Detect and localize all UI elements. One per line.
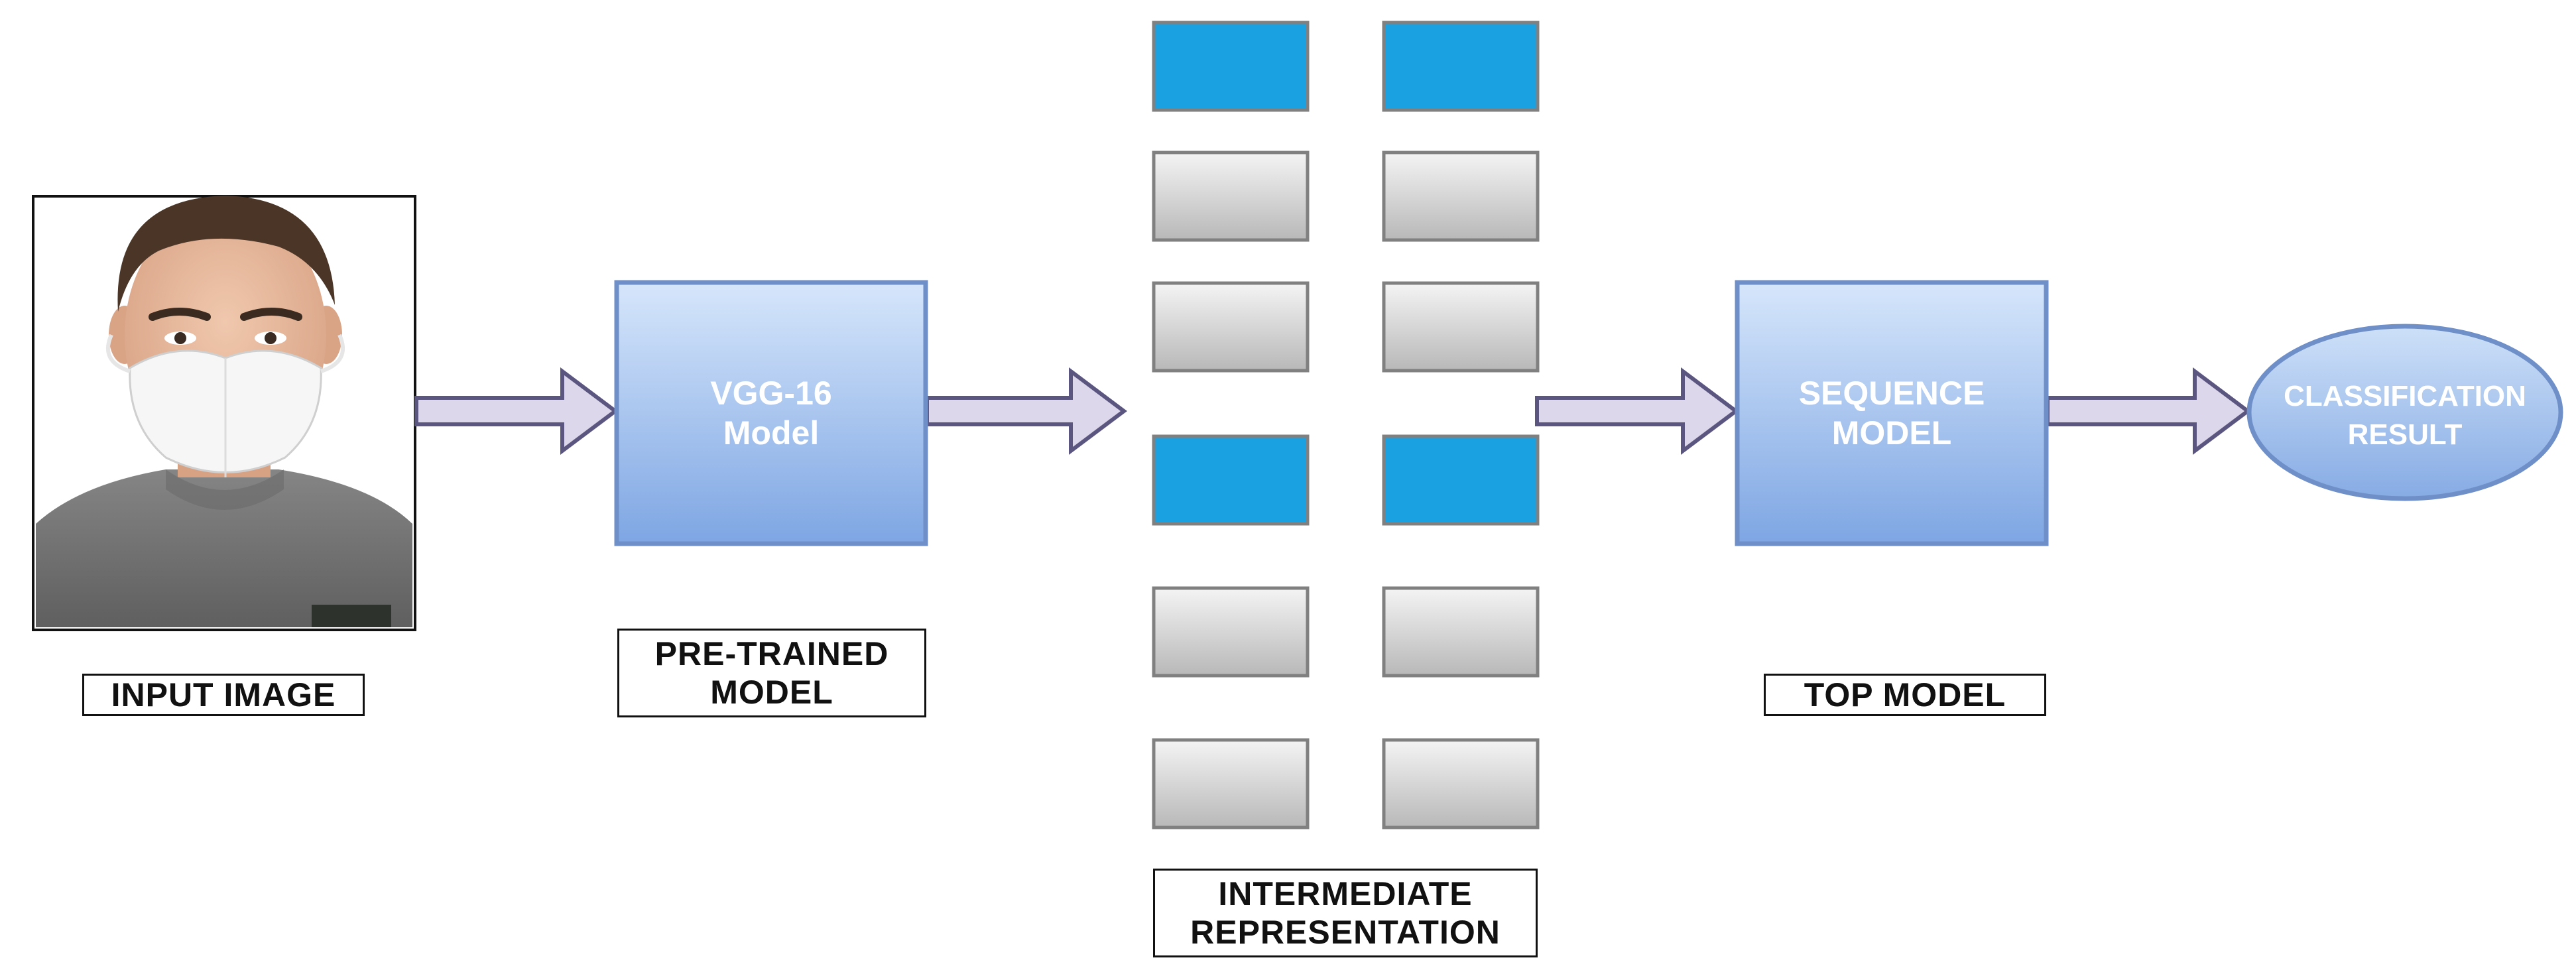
- pretrained-caption-line1: PRE-TRAINED: [654, 635, 889, 672]
- classification-result-line1: CLASSIFICATION: [2284, 380, 2526, 412]
- intermediate-caption-line2: REPRESENTATION: [1190, 914, 1501, 951]
- active-feature-block: [1382, 434, 1540, 526]
- intermediate-representation-caption: INTERMEDIATE REPRESENTATION: [1153, 869, 1538, 957]
- vgg16-model-box: VGG-16 Model: [614, 280, 928, 546]
- active-feature-block: [1152, 21, 1310, 112]
- input-image-caption-text: INPUT IMAGE: [111, 676, 336, 713]
- inactive-feature-block: [1152, 738, 1310, 829]
- inactive-feature-block: [1152, 586, 1310, 678]
- inactive-feature-block: [1152, 151, 1310, 242]
- inactive-feature-block: [1382, 151, 1540, 242]
- arrow-image-to-pretrained: [414, 367, 619, 455]
- active-feature-block: [1152, 434, 1310, 526]
- inactive-feature-block: [1382, 281, 1540, 373]
- classification-result-ellipse: CLASSIFICATION RESULT: [2246, 324, 2563, 501]
- arrow-pretrained-to-intermediate: [925, 367, 1127, 455]
- intermediate-caption-line1: INTERMEDIATE: [1218, 875, 1473, 912]
- top-model-caption: TOP MODEL: [1764, 674, 2046, 716]
- pretrained-model-caption: PRE-TRAINED MODEL: [617, 629, 926, 717]
- top-model-caption-text: TOP MODEL: [1804, 676, 2006, 713]
- input-image-caption: INPUT IMAGE: [82, 674, 365, 716]
- inactive-feature-block: [1152, 281, 1310, 373]
- arrow-top-model-to-result: [2046, 367, 2251, 455]
- inactive-feature-block: [1382, 586, 1540, 678]
- input-image: [32, 195, 416, 631]
- sequence-model-box: SEQUENCE MODEL: [1735, 280, 2049, 546]
- classification-result-line2: RESULT: [2348, 418, 2463, 451]
- arrow-intermediate-to-top-model: [1535, 367, 1739, 455]
- vgg16-model-label-line2: Model: [723, 414, 819, 452]
- active-feature-block: [1382, 21, 1540, 112]
- vgg16-model-label-line1: VGG-16: [710, 375, 831, 412]
- pretrained-caption-line2: MODEL: [710, 674, 833, 711]
- inactive-feature-block: [1382, 738, 1540, 829]
- sequence-model-label-line1: SEQUENCE: [1799, 375, 1985, 412]
- intermediate-representation-blocks: [1152, 21, 1540, 829]
- person-wearing-face-mask-icon: [36, 196, 412, 627]
- sequence-model-label-line2: MODEL: [1832, 414, 1952, 452]
